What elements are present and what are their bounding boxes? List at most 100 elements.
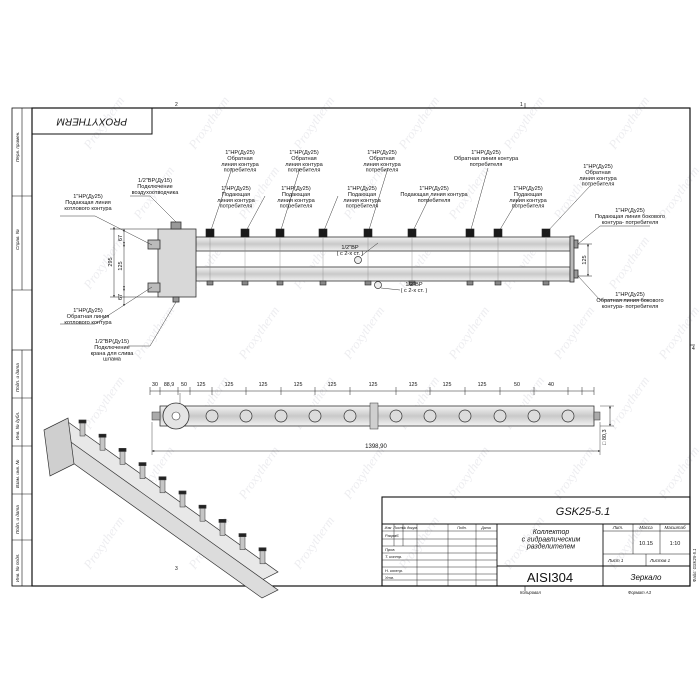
outlet-hole — [527, 409, 541, 423]
callout-sensor: 1/2"ВР( с 2-х ст. ) — [401, 282, 428, 294]
watermark-text: Proxytherm — [655, 303, 700, 362]
zone-mark: 4 — [692, 346, 695, 352]
watermark-text: Proxytherm — [395, 93, 443, 152]
length-dimension: 1398,90 — [365, 444, 387, 450]
watermark-text: Proxytherm — [500, 93, 548, 152]
material: AISI304 — [527, 570, 573, 585]
outlet-hole — [343, 409, 357, 423]
stamp-label: Подп. и дата — [15, 505, 20, 534]
dim-label: 67 — [118, 294, 124, 300]
col-list: Лист — [392, 526, 402, 530]
pitch-label: 88,9 — [164, 382, 174, 388]
watermark-text: Proxytherm — [395, 513, 443, 572]
pitch-label: 125 — [328, 382, 337, 388]
stamp-label: Справ. № — [15, 229, 20, 250]
iso-outlet — [119, 450, 126, 465]
col-izm: Изм — [385, 526, 392, 530]
iso-outlet — [239, 535, 246, 550]
col-scale: Масштаб — [664, 525, 685, 530]
copied-label: Копировал — [520, 590, 541, 595]
watermark-text: Proxytherm — [340, 443, 388, 502]
scale-value: 1:10 — [670, 541, 681, 547]
pitch-label: 125 — [369, 382, 378, 388]
watermark-text: Proxytherm — [655, 443, 700, 502]
col-lit: Лит. — [612, 525, 624, 530]
iso-outlet-cap — [118, 448, 127, 452]
iso-outlet-cap — [78, 419, 87, 424]
dim-label: 67 — [118, 235, 124, 241]
tb-role: Т. контр. — [385, 554, 402, 559]
col-date: Дата — [480, 526, 490, 530]
file-label: Файл: GSK25-5.1 — [692, 549, 697, 582]
zone-mark: 1 — [520, 102, 523, 108]
side-stamp-labels: Перв. примен. Справ. № Подп. и дата Инв.… — [15, 131, 20, 582]
title-block — [381, 496, 691, 587]
iso-outlet-cap — [138, 462, 147, 466]
pitch-label: 125 — [478, 382, 487, 388]
iso-outlet — [159, 478, 166, 494]
iso-outlet — [139, 464, 146, 479]
callout-sensor: 1/2"ВР( с 2-х ст. ) — [337, 245, 364, 257]
col-sign: Подп. — [457, 526, 467, 530]
watermark-text: Proxytherm — [235, 443, 283, 502]
pitch-label: 40 — [548, 382, 554, 388]
pitch-label: 125 — [197, 382, 206, 388]
zone-mark: 2 — [175, 102, 178, 108]
outlet-hole — [308, 409, 322, 423]
tb-role: Н. контр. — [385, 568, 403, 573]
zone-marks: 2 1 4 3 — [175, 102, 695, 572]
mass-value: 10.15 — [639, 541, 653, 547]
format-label: Формат А3 — [628, 590, 652, 595]
outlet-hole — [493, 409, 507, 423]
front-view — [151, 393, 601, 430]
watermark-text: Proxytherm — [340, 303, 388, 362]
variant: Зеркало — [631, 573, 662, 582]
pitch-label: 30 — [152, 382, 158, 388]
watermark-text: Proxytherm — [605, 93, 653, 152]
pitch-label: 125 — [409, 382, 418, 388]
iso-outlet — [79, 421, 86, 437]
drawing-code: GSK25-5.1 — [556, 506, 610, 518]
iso-outlet-cap — [158, 476, 167, 481]
col-mass: Масса — [639, 525, 653, 530]
plan-dimension-labels: 295 67 125 67 125 — [108, 235, 588, 300]
iso-outlet-cap — [178, 490, 187, 495]
iso-outlet — [179, 492, 186, 508]
isometric-view — [43, 417, 279, 599]
watermark-text: Proxytherm — [80, 513, 128, 572]
iso-outlet — [259, 549, 266, 565]
pitch-label: 50 — [514, 382, 520, 388]
tube-dimension: □ 80,3 — [602, 429, 608, 445]
pitch-label: 50 — [181, 382, 187, 388]
outlet-hole — [389, 409, 403, 423]
iso-outlet-cap — [258, 547, 267, 552]
plan-dimensions — [110, 226, 592, 307]
brand-logo: PROXYTHERM — [56, 115, 127, 126]
watermark-text: Proxytherm — [290, 93, 338, 152]
outlet-hole — [423, 409, 437, 423]
outlet-hole — [458, 409, 472, 423]
dim-label: 295 — [108, 257, 114, 266]
zone-mark: 3 — [175, 566, 178, 572]
watermark-text: Proxytherm — [550, 443, 598, 502]
tb-role: Разраб. — [385, 533, 399, 538]
stamp-label: Взам. инв. № — [15, 460, 20, 488]
dim-label: 125 — [582, 255, 588, 264]
col-doc: № докум. — [402, 526, 418, 530]
stamp-label: Подп. и дата — [15, 363, 20, 392]
iso-outlet-cap — [98, 433, 107, 438]
outlet-hole — [274, 409, 288, 423]
logo-box: PROXYTHERM — [31, 107, 153, 135]
